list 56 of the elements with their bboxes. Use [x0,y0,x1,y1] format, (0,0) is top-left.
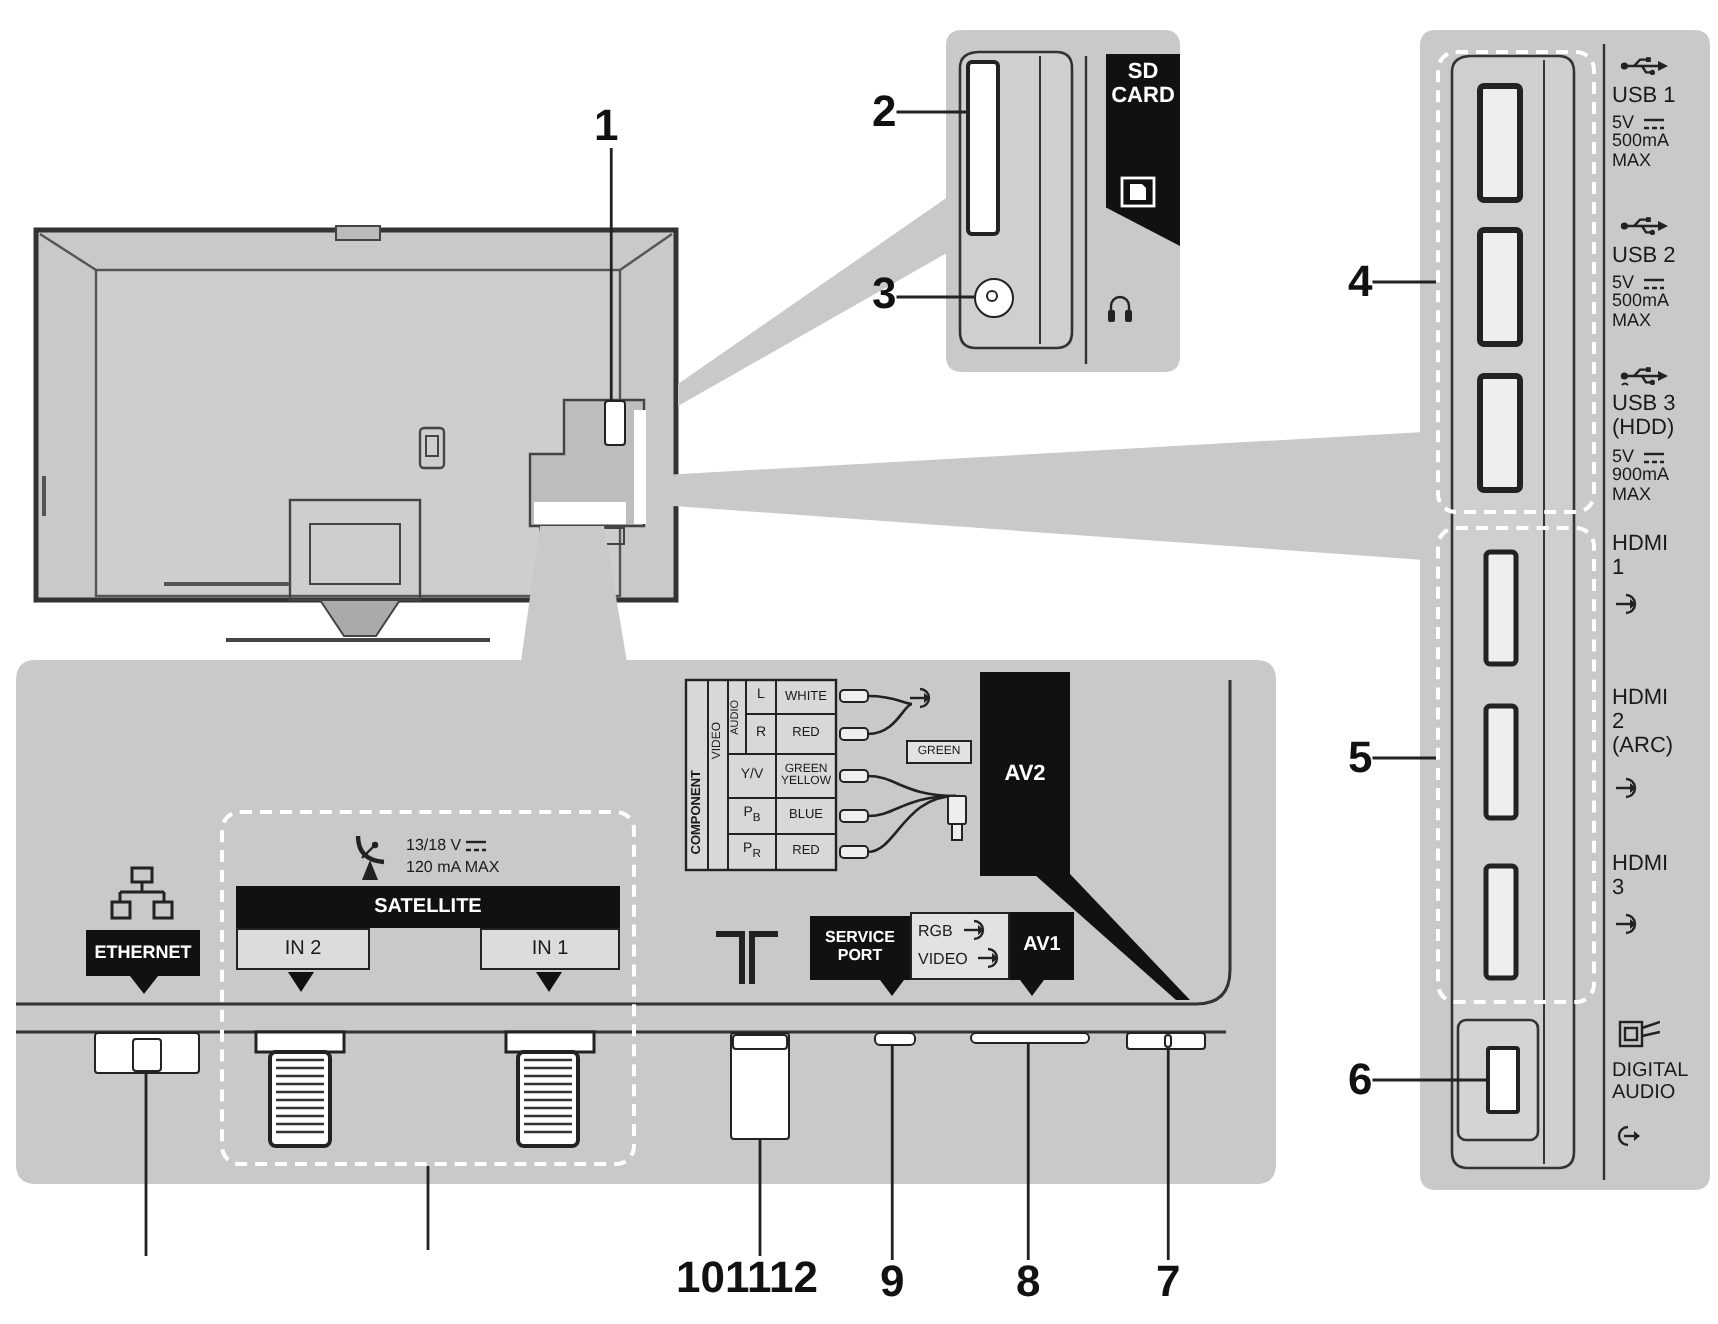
callout-number: 3 [872,272,897,316]
leader-line [758,1140,762,1256]
rating-label: 5V [1612,272,1635,293]
port-label: USB 1 [1612,84,1676,110]
leader-line [1372,1078,1486,1082]
callout-number: 1 [594,104,619,148]
signal-label: RGB [918,922,953,941]
av-slot [970,1032,1090,1044]
callout-number: 5 [1348,736,1373,780]
port-label: HDMI 1 [1612,532,1671,581]
callout-number: 101112 [676,1256,818,1300]
ethernet-port [94,1032,200,1074]
optical-audio-port [1486,1046,1520,1114]
callout-number: 9 [880,1260,905,1304]
port-tag: SATELLITE [236,886,620,928]
connector-port [1126,1032,1206,1050]
leader-line [609,148,613,400]
leader-line [1166,1050,1170,1260]
port-group-outline [1436,50,1596,514]
rating-label: 120 mA MAX [406,858,500,877]
rating-label: 5V [1612,446,1635,467]
sd-card-slot [966,60,1000,236]
port-tag: SERVICE PORT [810,916,910,980]
tag-label: SD CARD [1109,62,1177,109]
port-label: HDMI 3 [1612,852,1671,901]
service-port [874,1032,916,1046]
antenna-port [730,1032,790,1140]
port-label: HDMI 2 (ARC) [1612,686,1676,759]
input-tag: IN 2 [236,928,370,970]
leader-line [890,1046,894,1260]
leader-line [1372,280,1436,284]
leader-line [896,110,966,114]
signal-label: VIDEO [918,950,968,969]
callout-number: 2 [872,90,897,134]
rating-label: 13/18 V [406,836,462,855]
input-tag: IN 1 [480,928,620,970]
rating-label: 900mA MAX [1612,466,1671,506]
rating-label: 500mA MAX [1612,132,1671,172]
rating-label: 500mA MAX [1612,292,1671,332]
callout-number: 6 [1348,1058,1373,1102]
callout-number: 4 [1348,260,1373,304]
leader-line [896,295,974,299]
port-group-outline [1436,526,1596,1004]
leader-line [144,1074,148,1256]
port-label: DIGITAL AUDIO [1612,1060,1690,1104]
port-tag: AV1 [1010,912,1074,980]
leader-line [1026,1044,1030,1260]
callout-number: 8 [1016,1260,1041,1304]
tag-label: AV2 [1004,761,1046,787]
port-label: USB 2 [1612,244,1676,270]
leader-line [426,1166,430,1250]
callout-number: 7 [1156,1260,1181,1304]
leader-line [1372,756,1436,760]
connector-port [604,400,626,446]
port-label: USB 3 (HDD) [1612,392,1678,441]
rating-label: 5V [1612,112,1635,133]
